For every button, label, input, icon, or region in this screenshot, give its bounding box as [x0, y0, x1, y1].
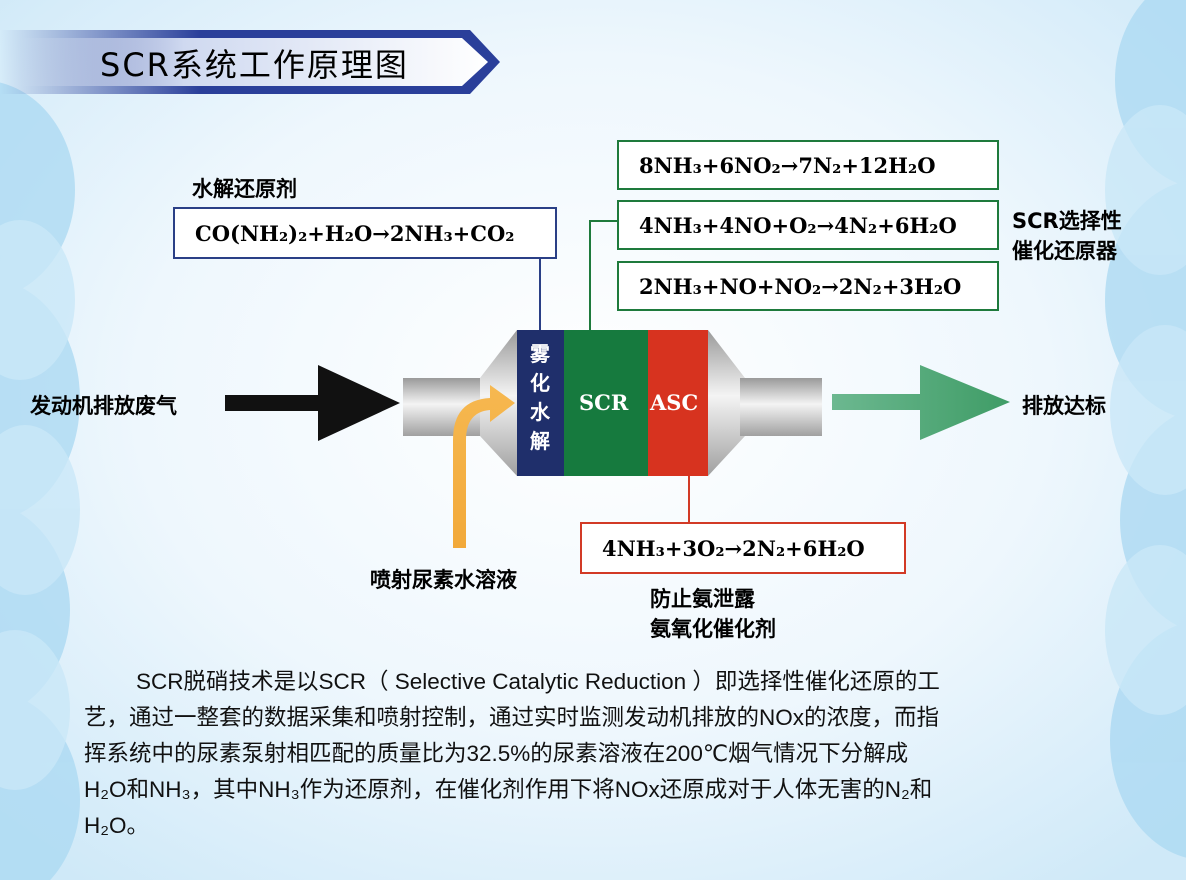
scr-equation-3: 2NH₃+NO+NO₂→2N₂+3H₂O	[639, 273, 962, 299]
urea-injection-arrow-icon	[453, 385, 515, 548]
scr-equation-2: 4NH₃+4NO+O₂→4N₂+6H₂O	[639, 212, 957, 238]
scr-equation-1: 8NH₃+6NO₂→7N₂+12H₂O	[639, 152, 936, 178]
scr-equation-box-1: 8NH₃+6NO₂→7N₂+12H₂O	[617, 140, 999, 190]
anti-slip-label-line2: 氨氧化催化剂	[650, 617, 776, 641]
description-paragraph: SCR脱硝技术是以SCR（ Selective Catalytic Reduct…	[84, 664, 1094, 844]
scr-connector	[589, 220, 617, 330]
engine-exhaust-label: 发动机排放废气	[30, 394, 177, 418]
page-title: SCR系统工作原理图	[100, 46, 409, 84]
description-line: H₂O和NH₃，其中NH₃作为还原剂，在催化剂作用下将NOx还原成对于人体无害的…	[84, 777, 933, 802]
atomize-segment-label: 雾化水解	[530, 342, 550, 453]
catalytic-converter-body	[403, 330, 822, 476]
asc-equation-box: 4NH₃+3O₂→2N₂+6H₂O	[580, 522, 906, 574]
hydrolysis-equation-box: CO(NH₂)₂+H₂O→2NH₃+CO₂	[173, 207, 557, 259]
scr-segment	[564, 330, 648, 476]
description-line: SCR脱硝技术是以SCR（ Selective Catalytic Reduct…	[136, 669, 940, 694]
scr-equation-box-3: 2NH₃+NO+NO₂→2N₂+3H₂O	[617, 261, 999, 311]
asc-segment-label: ASC	[650, 390, 699, 415]
title-banner	[0, 30, 500, 94]
urea-injection-label: 喷射尿素水溶液	[370, 568, 517, 592]
emission-ok-label: 排放达标	[1022, 394, 1106, 418]
anti-slip-label-line1: 防止氨泄露	[650, 587, 755, 611]
outlet-arrow-icon	[832, 365, 1010, 440]
description-line: 挥系统中的尿素泵射相匹配的质量比为32.5%的尿素溶液在200℃烟气情况下分解成	[84, 741, 909, 766]
asc-segment	[648, 330, 708, 476]
hydrolysis-agent-label: 水解还原剂	[192, 177, 297, 201]
scr-segment-label: SCR	[579, 390, 629, 415]
scr-equation-box-2: 4NH₃+4NO+O₂→4N₂+6H₂O	[617, 200, 999, 250]
scr-reducer-label-line2: 催化还原器	[1012, 239, 1117, 263]
scr-reducer-label-line1: SCR选择性	[1012, 209, 1122, 233]
hydrolysis-equation: CO(NH₂)₂+H₂O→2NH₃+CO₂	[195, 220, 515, 246]
intake-arrow-icon	[225, 365, 400, 441]
description-line: 艺，通过一整套的数据采集和喷射控制，通过实时监测发动机排放的NOx的浓度，而指	[84, 705, 940, 730]
asc-equation: 4NH₃+3O₂→2N₂+6H₂O	[602, 535, 865, 561]
description-line: H₂O。	[84, 813, 149, 838]
atomize-segment	[517, 330, 564, 476]
